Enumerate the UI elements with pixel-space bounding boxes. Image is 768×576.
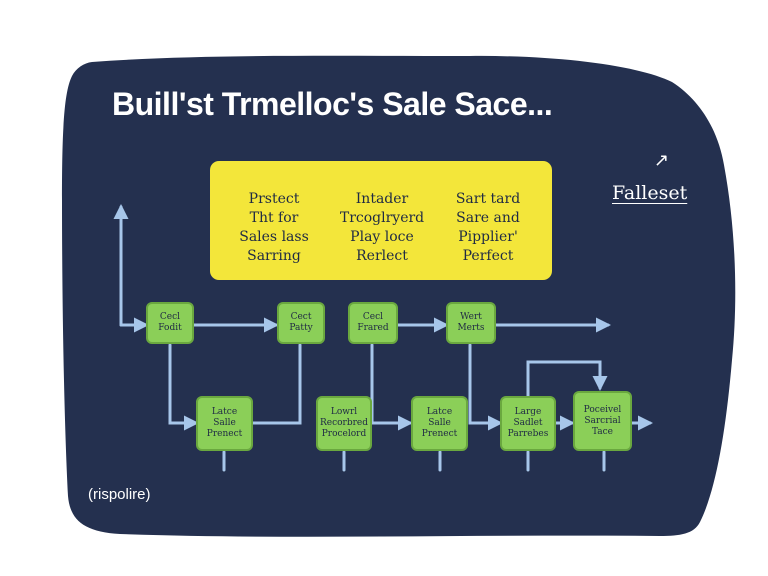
flow-node-bottom-1[interactable]: Latce Salle Prenect [196,396,253,451]
yellow-panel-column-2: Intader Trcoglryerd Play loce Rerlect [322,190,442,266]
panel-text-line: Sarring [247,248,301,264]
flow-node-top-4[interactable]: Wert Merts [446,302,496,344]
panel-text-line: Intader [355,191,409,207]
panel-text-line: Tht for [249,210,299,226]
panel-text-line: Perfect [462,248,514,264]
flow-node-top-1[interactable]: Cecl Fodit [146,302,194,344]
node-label-line: Wert [460,312,482,322]
node-label-line: Lowrl [330,407,358,417]
node-label-line: Cect [290,312,312,322]
yellow-panel-column-3: Sart tard Sare and Pipplier' Perfect [428,190,548,266]
node-label-line: Tace [591,426,614,437]
diagram-title: Buill'st Trmelloc's Sale Sace... [112,86,553,122]
node-label-line: Parrebes [507,429,549,439]
yellow-info-panel [210,161,552,280]
panel-text-line: Rerlect [356,248,408,264]
panel-text-line: Sales lass [239,229,309,245]
flow-node-bottom-2[interactable]: Lowrl Recorbred Procelord [316,396,372,451]
footer-note: (rispolire) [88,486,151,503]
node-label-line: Patty [289,323,313,333]
node-label-line: Prenect [206,429,243,439]
connector-bottom1-node2 [250,343,302,425]
node-label-line: Procelord [321,429,367,439]
node-label-line: Cecl [362,312,384,322]
panel-text-line: Sare and [456,210,520,226]
connector-node3-bottom3 [370,343,413,431]
flow-node-top-2[interactable]: Cect Patty [277,302,325,344]
board-background [62,55,736,537]
node-label-line: Poceivel [583,404,622,415]
panel-text-line: Play loce [350,229,414,245]
node-label-line: Recorbred [319,418,368,428]
node-label-line: Cecl [159,312,181,322]
node-label-line: Sarcrial [584,415,621,426]
corner-link[interactable]: Falleset [612,182,688,204]
panel-text-line: Prstect [248,191,300,207]
node-label-line: Merts [457,323,485,333]
panel-text-line: Pipplier' [458,229,518,245]
node-label-line: Fodit [158,323,182,333]
connector-lines [113,204,653,472]
flow-node-bottom-3[interactable]: Latce Salle Prenect [411,396,468,451]
node-label-line: Latce [426,407,453,417]
flow-node-bottom-4[interactable]: Large Sadlet Parrebes [500,396,556,451]
flow-node-bottom-5[interactable]: Poceivel Sarcrial Tace [573,391,632,451]
node-label-line: Salle [213,418,236,428]
node-label-line: Latce [211,407,238,417]
yellow-panel-column-1: Prstect Tht for Sales lass Sarring [214,190,334,266]
flow-node-top-3[interactable]: Cecl Frared [348,302,398,344]
node-label-line: Salle [428,418,451,428]
node-label-line: Prenect [421,429,458,439]
panel-text-line: Sart tard [455,191,521,207]
connector-loop [526,360,608,398]
node-label-line: Large [514,407,542,417]
node-label-line: Sadlet [513,418,543,428]
node-label-line: Frared [357,323,389,333]
connector-node1-bottom1 [168,343,199,431]
connector-node4-bottom4 [468,343,503,431]
panel-text-line: Trcoglryerd [339,210,425,226]
arrow-up-right-icon: ↗ [654,150,670,171]
